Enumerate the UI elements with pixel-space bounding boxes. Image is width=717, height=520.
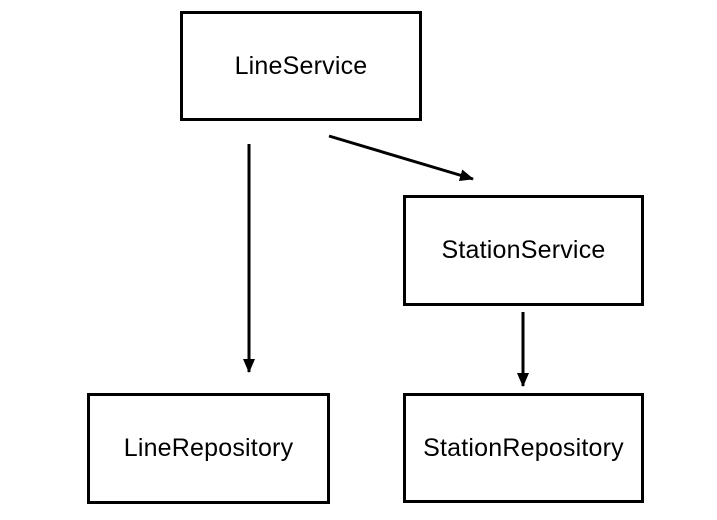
- node-station-repository: StationRepository: [403, 393, 644, 503]
- node-station-service-label: StationService: [441, 236, 606, 264]
- node-line-repository: LineRepository: [87, 393, 330, 504]
- node-station-service: StationService: [403, 195, 644, 306]
- node-station-repository-label: StationRepository: [423, 433, 624, 462]
- arrow-lineservice-to-stationservice: [328, 134, 474, 182]
- node-line-service-label: LineService: [234, 51, 368, 80]
- node-line-service: LineService: [180, 11, 422, 121]
- node-line-repository-label: LineRepository: [123, 434, 294, 462]
